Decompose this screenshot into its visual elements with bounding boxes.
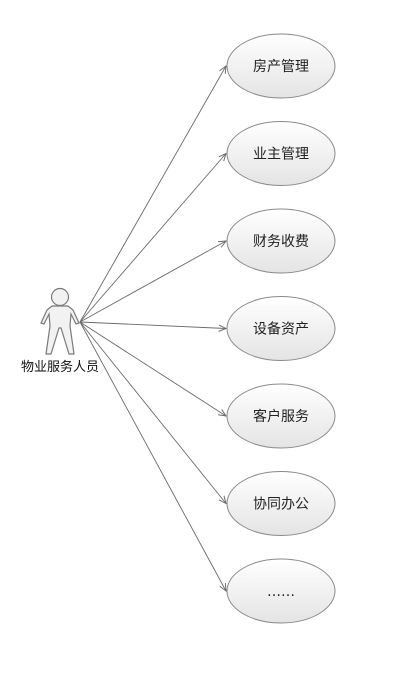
use-case-label: 设备资产 bbox=[253, 321, 309, 338]
use-case-ellipse bbox=[226, 383, 336, 449]
association-line bbox=[79, 154, 226, 323]
use-case-node: 客户服务 bbox=[226, 383, 336, 449]
association-line bbox=[79, 321, 226, 329]
use-case-node: 协同办公 bbox=[226, 471, 336, 536]
use-case-ellipse bbox=[226, 121, 336, 186]
actor-body-icon bbox=[40, 305, 80, 355]
use-case-label: 协同办公 bbox=[253, 497, 309, 513]
use-case-label: 财务收费 bbox=[253, 234, 309, 250]
use-case-ellipse bbox=[226, 558, 336, 624]
use-case-node: 财务收费 bbox=[226, 208, 336, 274]
use-case-ellipse bbox=[226, 33, 336, 99]
association-line bbox=[79, 321, 226, 416]
use-case-label: 房产管理 bbox=[253, 59, 309, 75]
actor-label: 物业服务人员 bbox=[21, 359, 99, 375]
association-line bbox=[79, 241, 226, 323]
use-case-label: …… bbox=[267, 584, 295, 600]
use-case-label: 客户服务 bbox=[253, 408, 309, 425]
use-case-ellipse bbox=[226, 471, 336, 536]
association-lines bbox=[79, 66, 226, 591]
use-case-ellipse bbox=[226, 208, 336, 274]
actor-figure: 物业服务人员 bbox=[21, 287, 99, 375]
association-line bbox=[79, 321, 226, 504]
use-case-node: 设备资产 bbox=[226, 296, 336, 361]
use-case-node: 业主管理 bbox=[226, 121, 336, 186]
use-case-label: 业主管理 bbox=[253, 147, 309, 163]
association-line bbox=[79, 66, 226, 323]
use-case-node: 房产管理 bbox=[226, 33, 336, 99]
association-line bbox=[79, 321, 226, 591]
actor-head-icon bbox=[50, 287, 70, 307]
use-case-node: …… bbox=[226, 558, 336, 624]
use-case-ellipse bbox=[226, 296, 336, 361]
